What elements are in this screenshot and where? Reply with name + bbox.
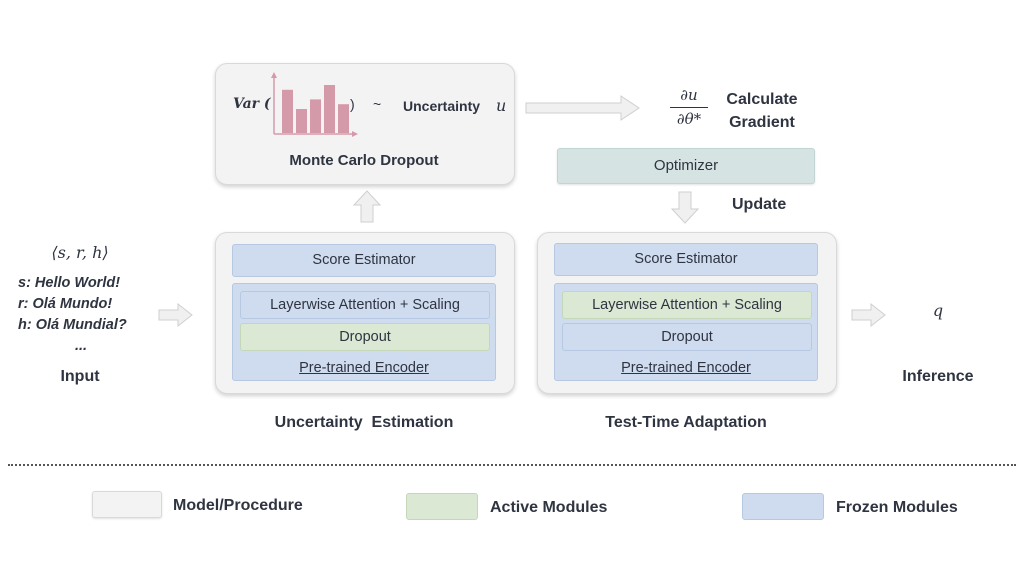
var-label: Var (	[233, 96, 271, 112]
input-line-ellipsis: ...	[75, 338, 88, 354]
histogram-icon	[271, 72, 358, 137]
ue-layerwise-attention: Layerwise Attention + Scaling	[240, 291, 490, 319]
ue-score-estimator: Score Estimator	[232, 244, 496, 277]
histogram-bar	[282, 89, 293, 133]
optimizer-box: Optimizer	[557, 148, 815, 184]
histogram-bar	[310, 99, 321, 133]
test-time-adaptation-caption: Test-Time Adaptation	[605, 414, 767, 431]
histogram-bar	[324, 85, 335, 133]
arrow-input-icon	[158, 302, 193, 328]
gradient-label: Calculate Gradient	[714, 88, 810, 134]
uncertainty-label: Uncertainty	[403, 98, 481, 114]
ue-dropout: Dropout	[240, 323, 490, 351]
legend-swatch-active	[406, 493, 478, 520]
tilde-symbol: ~	[373, 96, 382, 112]
arrow-up-icon	[352, 190, 382, 223]
arrow-gradient-icon	[525, 95, 640, 121]
inference-symbol: q	[932, 301, 944, 320]
update-label: Update	[732, 196, 787, 213]
gradient-label-line2: Gradient	[729, 114, 795, 131]
inference-label: Inference	[902, 368, 974, 385]
gradient-label-line1: Calculate	[726, 91, 798, 108]
tta-pretrained-encoder: Pre-trained Encoder	[621, 360, 751, 376]
tta-score-estimator: Score Estimator	[554, 243, 818, 276]
gradient-numerator: ∂u	[680, 86, 698, 104]
input-tuple: ⟨s, r, h⟩	[51, 243, 109, 262]
uncertainty-estimation-caption: Uncertainty Estimation	[274, 414, 454, 431]
legend-swatch-frozen	[742, 493, 824, 520]
arrow-inference-icon	[851, 302, 886, 328]
ue-pretrained-encoder: Pre-trained Encoder	[299, 360, 429, 376]
tta-layerwise-attention: Layerwise Attention + Scaling	[562, 291, 812, 319]
uncertainty-symbol: u	[496, 96, 507, 115]
legend-swatch-model	[92, 491, 162, 518]
input-line-reference: r: Olá Mundo!	[18, 296, 113, 312]
input-line-source: s: Hello World!	[18, 275, 121, 291]
histogram-bar	[296, 109, 307, 133]
close-paren: )	[350, 96, 355, 112]
legend-label-active: Active Modules	[490, 499, 608, 516]
histogram-bar	[338, 104, 349, 133]
monte-carlo-dropout-title: Monte Carlo Dropout	[289, 152, 439, 169]
input-line-hypothesis: h: Olá Mundial?	[18, 317, 127, 333]
input-examples: s: Hello World! r: Olá Mundo! h: Olá Mun…	[18, 273, 127, 357]
arrow-down-icon	[670, 191, 700, 224]
tta-dropout: Dropout	[562, 323, 812, 351]
fraction-bar	[670, 107, 708, 108]
separator-line	[8, 464, 1016, 466]
monte-carlo-dropout-box	[215, 63, 515, 185]
input-label: Input	[60, 368, 100, 385]
legend-label-model: Model/Procedure	[173, 497, 303, 514]
legend-label-frozen: Frozen Modules	[836, 499, 958, 516]
gradient-denominator: ∂θ*	[676, 110, 702, 128]
